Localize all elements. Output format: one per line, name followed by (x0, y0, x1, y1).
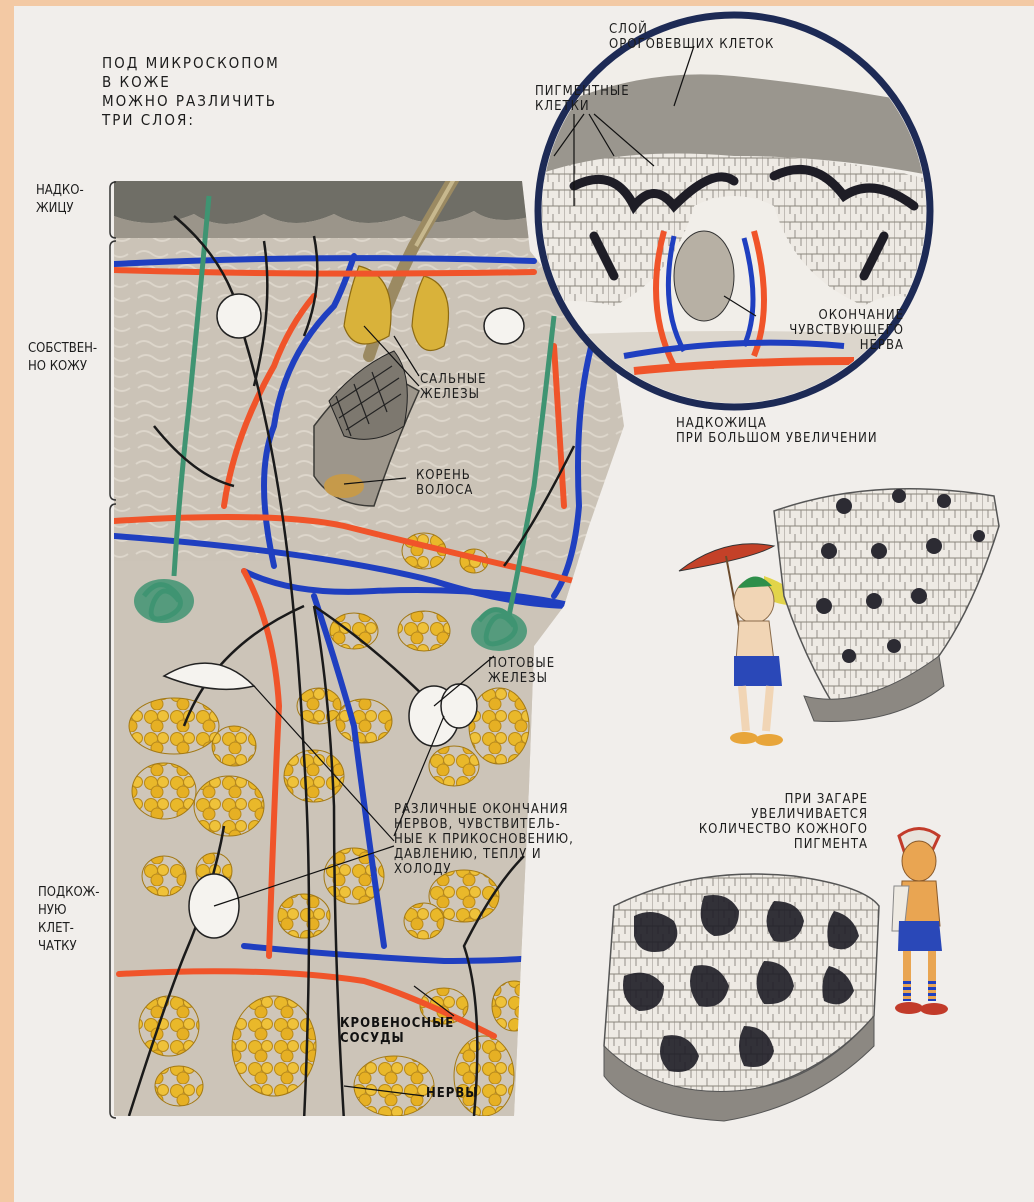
label-keratin-layer: СЛОЙ ОРОГОВЕВШИХ КЛЕТОК (609, 22, 774, 52)
layer-label-epidermis: НАДКО- ЖИЦУ (36, 182, 84, 218)
pale-skin-sample (774, 489, 999, 722)
tanned-boy (892, 829, 948, 1016)
label-nerve-endings: РАЗЛИЧНЫЕ ОКОНЧАНИЯ НЕРВОВ, ЧУВСТВИТЕЛЬ-… (394, 802, 574, 877)
label-sebaceous: САЛЬНЫЕ ЖЕЛЕЗЫ (420, 372, 487, 402)
tanned-skin-sample (604, 874, 879, 1121)
label-pigment-cells: ПИГМЕНТНЫЕ КЛЕТКИ (535, 84, 630, 114)
illustration-page: ПОД МИКРОСКОПОМ В КОЖЕ МОЖНО РАЗЛИЧИТЬ Т… (14, 6, 1034, 1202)
intro-text: ПОД МИКРОСКОПОМ В КОЖЕ МОЖНО РАЗЛИЧИТЬ Т… (102, 54, 280, 130)
label-nerve-ending: ОКОНЧАНИЕ ЧУВСТВУЮЩЕГО НЕРВА (754, 308, 904, 353)
skin-cross-section-diagram (14, 6, 1034, 1202)
label-hair-root: КОРЕНЬ ВОЛОСА (416, 468, 473, 498)
label-magnified: НАДКОЖИЦА ПРИ БОЛЬШОМ УВЕЛИЧЕНИИ (676, 416, 878, 446)
label-sweat-glands: ПОТОВЫЕ ЖЕЛЕЗЫ (488, 656, 555, 686)
label-blood-vessels: КРОВЕНОСНЫЕ СОСУДЫ (340, 1016, 454, 1046)
layer-label-subcutis: ПОДКОЖ- НУЮ КЛЕТ- ЧАТКУ (38, 884, 99, 956)
label-tan: ПРИ ЗАГАРЕ УВЕЛИЧИВАЕТСЯ КОЛИЧЕСТВО КОЖН… (664, 792, 868, 852)
label-nerves: НЕРВЫ (426, 1086, 478, 1101)
layer-label-dermis: СОБСТВЕН- НО КОЖУ (28, 340, 97, 376)
